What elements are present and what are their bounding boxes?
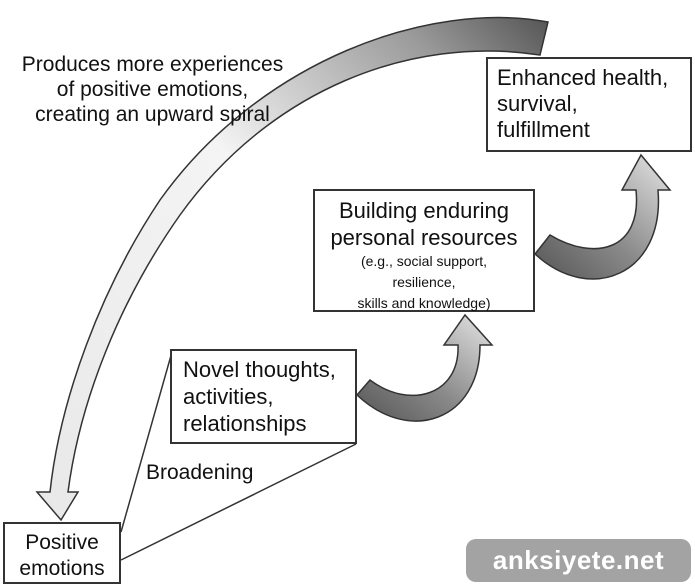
novel-line-1: Novel thoughts, (183, 357, 336, 382)
health-line-1: Enhanced health, (497, 65, 669, 90)
novel-line-2: activities, (183, 384, 274, 409)
spiral-caption-line-3: creating an upward spiral (35, 103, 270, 126)
broadening-line-lower (120, 443, 357, 561)
broadening-label: Broadening (146, 461, 254, 484)
curved-arrow-resources-to-health (533, 153, 672, 280)
broadening-line-upper (120, 351, 173, 533)
health-line-3: fulfillment (497, 117, 590, 142)
resources-example-line-1: (e.g., social support, (360, 253, 488, 269)
positive-line-2: emotions (19, 557, 105, 580)
box-positive-emotions: Positive emotions (3, 522, 121, 584)
spiral-caption-line-2: of positive emotions, (56, 78, 249, 101)
resources-title-line-2: personal resources (330, 225, 518, 250)
resources-example-line-2: resilience, (392, 274, 456, 290)
resources-example-line-3: skills and knowledge) (357, 295, 491, 311)
watermark-badge: anksiyete.net (466, 539, 691, 582)
health-line-2: survival, (497, 91, 578, 116)
spiral-caption-line-1: Produces more experiences (21, 53, 284, 76)
upward-spiral-arrow (35, 16, 549, 522)
positive-line-1: Positive (25, 531, 99, 554)
spiral-caption: Produces more experiences of positive em… (0, 52, 305, 127)
curved-arrow-novel-to-resources (355, 313, 494, 422)
box-personal-resources: Building enduring personal resources (e.… (313, 189, 535, 312)
box-enhanced-health: Enhanced health, survival, fulfillment (486, 57, 692, 152)
novel-line-3: relationships (183, 411, 307, 436)
resources-title-line-1: Building enduring (338, 198, 510, 223)
box-novel-thoughts: Novel thoughts, activities, relationship… (170, 349, 357, 444)
